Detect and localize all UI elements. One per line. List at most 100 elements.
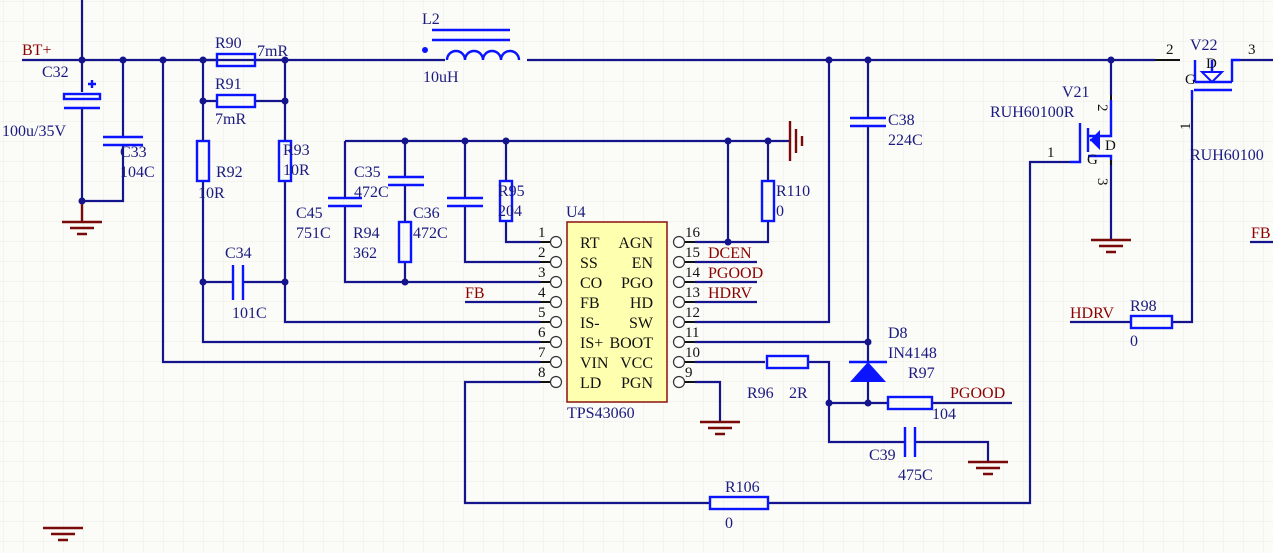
ic-pin-number: 3 bbox=[538, 265, 546, 281]
label-v21-value: RUH60100R bbox=[990, 104, 1075, 121]
label-c39-ref: C39 bbox=[869, 447, 896, 464]
c34-symbol bbox=[231, 265, 245, 300]
v22-pin-2: 2 bbox=[1166, 42, 1174, 58]
label-r97-value: 104 bbox=[932, 406, 956, 423]
ic-pin-name: IS+ bbox=[580, 335, 603, 352]
label-c33-ref: C33 bbox=[120, 144, 147, 161]
ic-part-number: TPS43060 bbox=[567, 405, 635, 422]
label-c35-ref: C35 bbox=[354, 164, 381, 181]
d8-symbol bbox=[850, 362, 886, 382]
r90-symbol bbox=[215, 52, 257, 68]
r106-symbol bbox=[708, 495, 770, 511]
c39-symbol bbox=[903, 427, 917, 457]
label-r91-value: 7mR bbox=[215, 111, 246, 128]
label-r106-ref: R106 bbox=[725, 479, 760, 496]
label-c45-value: 751C bbox=[296, 225, 331, 242]
label-r96-ref: R96 bbox=[747, 385, 774, 402]
ic-pin bbox=[672, 235, 686, 249]
v21-drain-label: D bbox=[1105, 138, 1116, 154]
v21-pin-3: 3 bbox=[1094, 178, 1110, 186]
label-r106-value: 0 bbox=[725, 515, 733, 532]
ic-pin bbox=[672, 335, 686, 349]
ic-pin bbox=[672, 375, 686, 389]
v21-gate-label: G bbox=[1087, 152, 1098, 168]
label-r94-value: 362 bbox=[353, 245, 377, 262]
ic-ref: U4 bbox=[566, 204, 586, 221]
v21-pin-2: 2 bbox=[1094, 104, 1110, 112]
c32-symbol bbox=[62, 92, 102, 101]
ic-pin-number: 13 bbox=[685, 285, 700, 301]
label-v22-ref: V22 bbox=[1190, 37, 1218, 54]
ic-pin-name: SS bbox=[580, 255, 598, 272]
label-r90-ref: R90 bbox=[215, 35, 242, 52]
ground-symbols bbox=[41, 121, 1133, 542]
ic-pin-number: 14 bbox=[685, 265, 701, 281]
label-r93-value: 10R bbox=[283, 162, 310, 179]
label-r97-ref: R97 bbox=[908, 365, 935, 382]
v21-mosfet-symbol bbox=[1070, 95, 1113, 165]
c36-symbol bbox=[447, 196, 483, 208]
v22-pin-3: 3 bbox=[1248, 42, 1256, 58]
ic-pin bbox=[549, 275, 563, 289]
label-c36-value: 472C bbox=[413, 225, 448, 242]
l2-symbol bbox=[432, 28, 521, 61]
label-r92-value: 10R bbox=[198, 185, 225, 202]
v22-gate-label: G bbox=[1185, 72, 1196, 88]
ic-pin-number: 7 bbox=[538, 345, 546, 361]
component-bodies bbox=[62, 28, 1240, 511]
label-r98-value: 0 bbox=[1130, 333, 1138, 350]
label-r110-value: 0 bbox=[776, 203, 784, 220]
ic-pin-number: 16 bbox=[685, 225, 701, 241]
label-c38-ref: C38 bbox=[888, 112, 915, 129]
ic-pin-name: IS- bbox=[580, 315, 600, 332]
v21-pin-1: 1 bbox=[1047, 145, 1055, 161]
label-r94-ref: R94 bbox=[353, 225, 380, 242]
net-hdrv-left: HDRV bbox=[1070, 305, 1115, 322]
ic-pin-name: HD bbox=[630, 295, 653, 312]
ic-pin-number: 6 bbox=[538, 325, 546, 341]
net-pgood: PGOOD bbox=[708, 265, 763, 282]
v22-mosfet-symbol bbox=[1190, 58, 1240, 100]
label-v21-ref: V21 bbox=[1062, 84, 1090, 101]
net-fb-right: FB bbox=[1251, 225, 1271, 242]
ic-pin-number: 2 bbox=[538, 245, 546, 261]
ic-pin bbox=[672, 275, 686, 289]
ic-pin bbox=[672, 315, 686, 329]
c35-symbol bbox=[388, 175, 424, 187]
ic-pin-name: EN bbox=[632, 255, 654, 272]
label-d8-ref: D8 bbox=[888, 325, 908, 342]
ic-pin bbox=[549, 235, 563, 249]
c33-symbol bbox=[103, 135, 143, 147]
ic-pin-name: AGN bbox=[618, 235, 653, 252]
ic-pin-number: 12 bbox=[685, 305, 700, 321]
ic-pin-number: 4 bbox=[538, 285, 546, 301]
r110-symbol bbox=[760, 179, 776, 223]
net-labels: BT+ FB DCEN PGOOD HDRV PGOOD HDRV FB bbox=[22, 42, 1271, 402]
ic-pin-number: 5 bbox=[538, 305, 546, 321]
label-r95-value: 204 bbox=[498, 203, 522, 220]
label-c33-value: 104C bbox=[120, 164, 155, 181]
r98-symbol bbox=[1129, 314, 1174, 330]
ic-pin-number: 1 bbox=[538, 225, 546, 241]
r93-symbol bbox=[277, 139, 293, 183]
net-hdrv: HDRV bbox=[708, 285, 753, 302]
ic-pin-number: 9 bbox=[685, 365, 693, 381]
label-r98-ref: R98 bbox=[1130, 298, 1157, 315]
label-l2-value: 10uH bbox=[423, 69, 459, 86]
label-c32-ref: C32 bbox=[42, 64, 69, 81]
ic-pin-number: 8 bbox=[538, 365, 546, 381]
label-c35-value: 472C bbox=[354, 184, 389, 201]
ic-pin bbox=[549, 355, 563, 369]
label-c34-ref: C34 bbox=[225, 245, 252, 262]
label-c34-value: 101C bbox=[232, 305, 267, 322]
ic-pin-number: 11 bbox=[685, 325, 699, 341]
ic-body bbox=[566, 221, 668, 403]
r96-symbol bbox=[765, 354, 810, 370]
r97-symbol bbox=[886, 395, 934, 411]
label-l2-ref: L2 bbox=[422, 11, 440, 28]
r94-symbol bbox=[397, 220, 413, 264]
ic-pin bbox=[672, 255, 686, 269]
v22-pin-1: 1 bbox=[1178, 123, 1194, 131]
label-c39-value: 475C bbox=[898, 467, 933, 484]
v22-drain-label: D bbox=[1206, 56, 1217, 72]
